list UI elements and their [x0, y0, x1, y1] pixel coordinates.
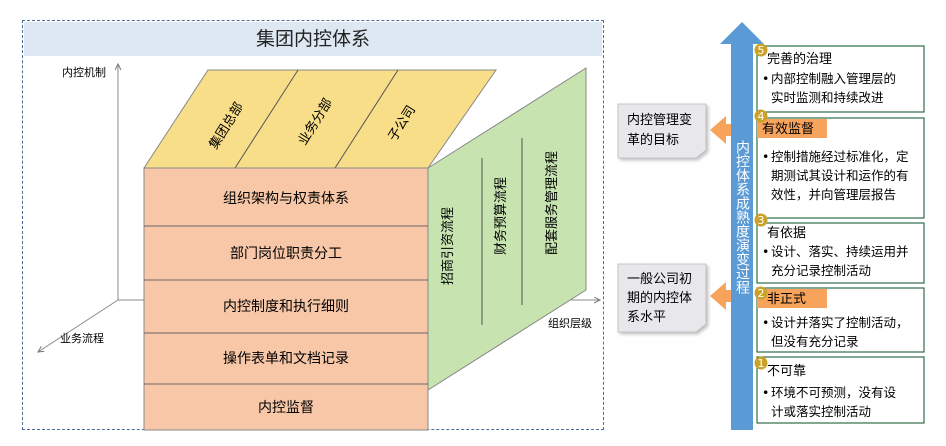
x-axis-label: 组织层级 — [548, 316, 592, 330]
goal-bottom-arrow — [710, 282, 742, 310]
svg-text:5: 5 — [758, 44, 765, 57]
stage-1-title: 不可靠 — [767, 364, 806, 379]
svg-text:2: 2 — [758, 287, 765, 300]
stage-3-desc-1: 设计、落实、持续运用并 — [771, 244, 909, 259]
stage-4-highlight — [757, 119, 827, 138]
svg-text:3: 3 — [758, 214, 765, 227]
stage-badge-4: 4 — [754, 109, 768, 123]
stage-5-title: 完善的治理 — [767, 51, 832, 67]
goal-top-arrow — [710, 116, 742, 144]
stage-box-1 — [756, 356, 925, 424]
stage-2-highlight — [757, 289, 827, 308]
stage-4-bullet: • — [762, 149, 769, 164]
stage-4-desc-3: 效性，并向管理层报告 — [771, 187, 896, 202]
stage-3-desc-2: 充分记录控制活动 — [771, 263, 871, 278]
stage-badge-3: 3 — [754, 213, 768, 227]
stage-1-desc-1: 环境不可预测，没有设 — [771, 385, 897, 400]
front-layer-1: 组织架构与权责体系 — [223, 191, 349, 207]
front-layer-2: 部门岗位职责分工 — [230, 246, 342, 262]
side-process-2: 财务预算流程 — [493, 177, 509, 255]
goal-bottom-line-2: 期的内控体 — [627, 290, 692, 306]
svg-text:1: 1 — [758, 357, 765, 370]
side-process-3: 配套服务管理流程 — [544, 151, 560, 255]
front-layer-3: 内控制度和执行细则 — [223, 299, 349, 315]
maturity-arrow-label: 内控体系成熟度演变过程 — [734, 140, 750, 294]
side-process-1: 招商引资流程 — [441, 207, 456, 285]
stage-2-title: 非正式 — [767, 292, 806, 307]
goal-top-line-1: 内控管理变 — [627, 112, 692, 128]
stage-badge-1: 1 — [754, 356, 768, 370]
stage-5-desc-1: 内部控制融入管理层的 — [771, 71, 896, 86]
goal-box-top: 内控管理变 革的目标 — [617, 103, 707, 159]
stage-box-5 — [756, 45, 925, 113]
stage-3-title: 有依据 — [767, 226, 806, 241]
z-axis — [38, 299, 119, 352]
svg-text:4: 4 — [758, 110, 765, 123]
stage-4-desc-2: 期测试其设计和运作的有 — [771, 168, 909, 183]
stage-badge-2: 2 — [754, 286, 768, 300]
stage-1-bullet: • — [762, 385, 769, 400]
stage-box-3 — [756, 222, 925, 284]
z-axis-label: 业务流程 — [60, 331, 104, 345]
goal-bottom-line-1: 一般公司初 — [627, 271, 692, 287]
front-layer-5: 内控监督 — [258, 400, 314, 416]
top-divider-2 — [334, 69, 399, 169]
stage-2-desc-1: 设计并落实了控制活动， — [771, 315, 909, 330]
front-layer-4: 操作表单和文档记录 — [223, 351, 349, 367]
goal-box-bottom: 一般公司初 期的内控体 系水平 — [617, 263, 707, 333]
stage-5-desc-2: 实时监测和持续改进 — [771, 90, 884, 105]
maturity-arrow — [720, 22, 764, 430]
front-face — [143, 167, 429, 431]
stage-4-title: 有效监督 — [762, 122, 814, 137]
y-axis-label: 内控机制 — [62, 65, 106, 79]
goal-bottom-line-3: 系水平 — [627, 310, 666, 325]
stage-2-bullet: • — [762, 315, 769, 330]
stage-badge-5: 5 — [754, 43, 768, 57]
stage-3-bullet: • — [762, 244, 769, 259]
stage-4-desc-1: 控制措施经过标准化，定 — [771, 149, 909, 164]
goal-top-line-2: 革的目标 — [627, 132, 679, 148]
stage-2-desc-2: 但没有充分记录 — [771, 334, 859, 349]
diagram-title: 集团内控体系 — [24, 22, 602, 56]
stage-5-bullet: • — [762, 71, 769, 86]
stage-1-desc-2: 计或落实控制活动 — [771, 404, 871, 419]
top-divider-1 — [234, 69, 299, 169]
